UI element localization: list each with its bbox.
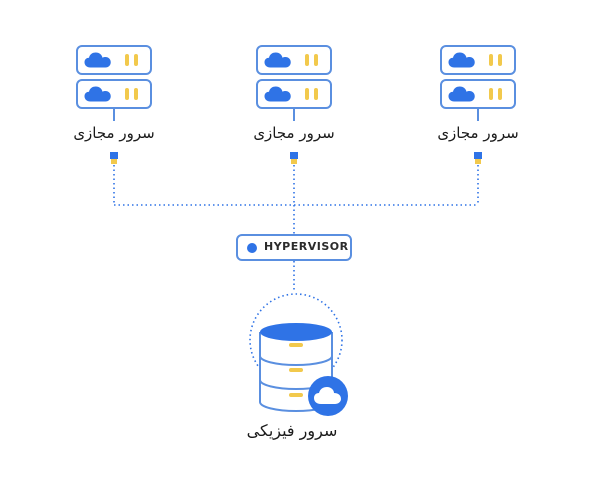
connector-ports [110, 152, 482, 164]
physical-server-label: سرور فیزیکی [246, 421, 338, 440]
virtual-server-label: سرور مجازی [437, 124, 519, 142]
server-rack-unit-bottom [257, 80, 331, 108]
server-rack-unit-bottom [441, 80, 515, 108]
hypervisor-dot-icon [247, 243, 257, 253]
hypervisor-box: HYPERVISOR [236, 234, 352, 261]
server-rack-unit-top [77, 46, 151, 74]
virtual-server-3 [441, 46, 515, 121]
server-rack-unit-bottom [77, 80, 151, 108]
physical-server [249, 293, 348, 416]
virtual-server-1 [77, 46, 151, 121]
server-rack-unit-top [441, 46, 515, 74]
hypervisor-label: HYPERVISOR [264, 240, 349, 253]
virtual-server-2 [257, 46, 331, 121]
virtual-server-label: سرور مجازی [73, 124, 155, 142]
network-connections [113, 165, 479, 292]
server-rack-unit-top [257, 46, 331, 74]
virtual-server-label: سرور مجازی [253, 124, 335, 142]
cloud-icon [308, 376, 348, 416]
